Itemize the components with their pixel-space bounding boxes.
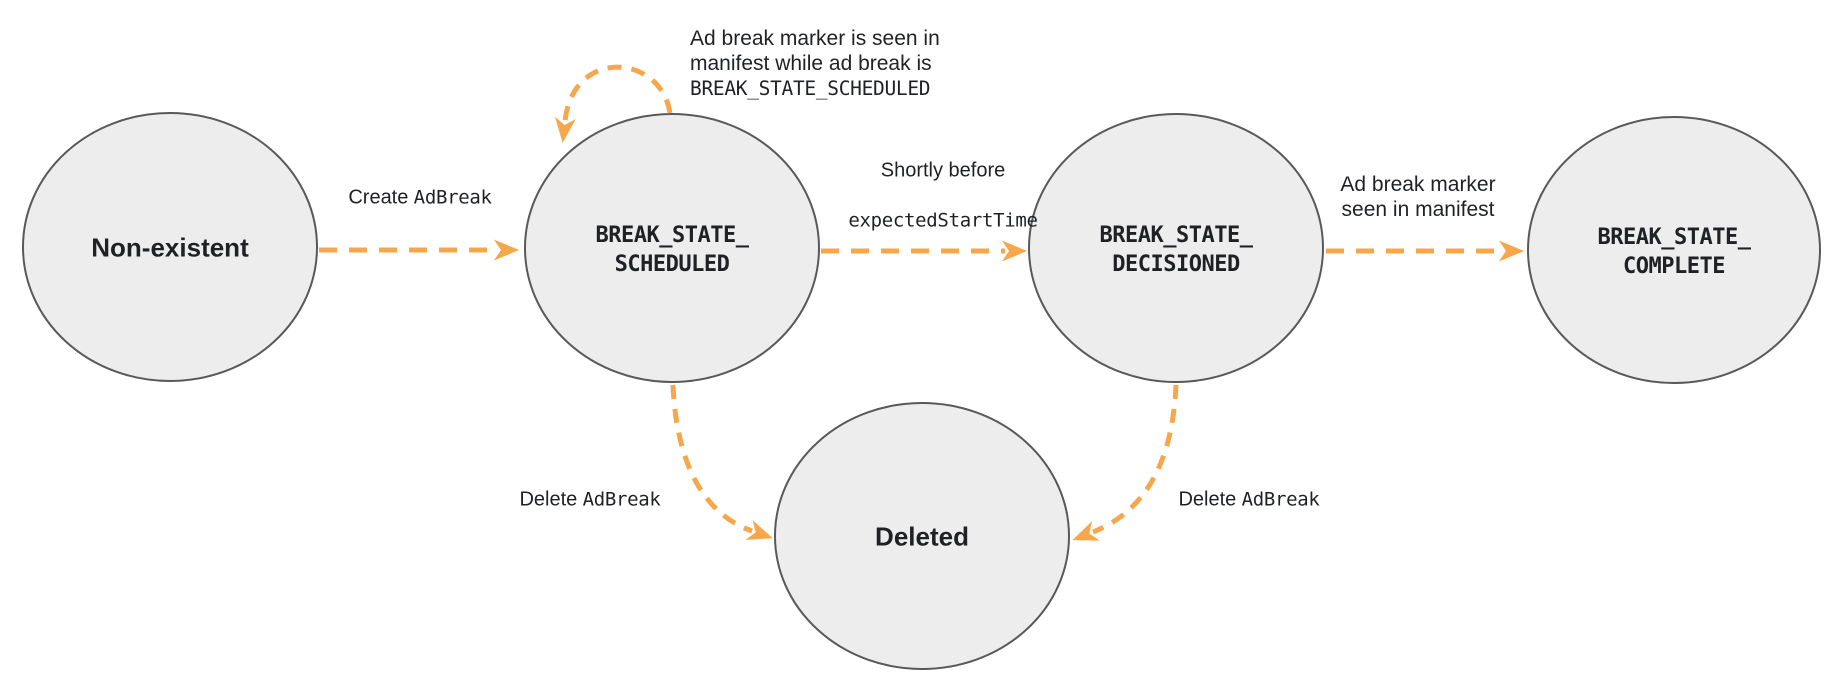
edge-label-create-code: AdBreak [413,186,492,209]
state-label-break-state-decisioned: BREAK_STATE_ DECISIONED [1099,222,1253,277]
state-node-break-state-scheduled [524,113,820,383]
state-node-deleted [774,402,1070,670]
state-node-non-existent [22,112,318,382]
state-node-break-state-complete [1527,116,1821,384]
state-node-break-state-decisioned [1028,113,1324,383]
state-label-non-existent: Non-existent [91,232,249,263]
edge-label-create-text: Create [348,186,409,209]
edge-label-shortly-before: Shortly before expectedStartTime [848,134,1038,259]
self-loop-line1: Ad break marker is seen in [690,27,940,50]
state-label-deleted: Deleted [875,521,969,552]
edge-delete-right-arrow [1072,384,1179,541]
edge-self-loop-arrow [554,64,673,143]
edge-label-marker-seen: Ad break marker seen in manifest [1340,173,1496,221]
edge-delete-left-arrow [670,384,773,540]
self-loop-code: BREAK_STATE_SCHEDULED [690,77,931,100]
delete-left-code: AdBreak [582,488,661,511]
delete-left-text: Delete [519,488,578,511]
delete-right-code: AdBreak [1241,488,1320,511]
state-label-break-state-scheduled: BREAK_STATE_ SCHEDULED [595,222,749,277]
self-loop-line2: manifest while ad break is [690,52,932,75]
shortly-before-code: expectedStartTime [848,209,1038,232]
state-label-break-state-complete: BREAK_STATE_ COMPLETE [1597,224,1751,279]
delete-right-text: Delete [1178,488,1237,511]
edge-label-self-loop: Ad break marker is seen in manifest whil… [690,26,940,101]
shortly-before-text: Shortly before [880,159,1006,182]
